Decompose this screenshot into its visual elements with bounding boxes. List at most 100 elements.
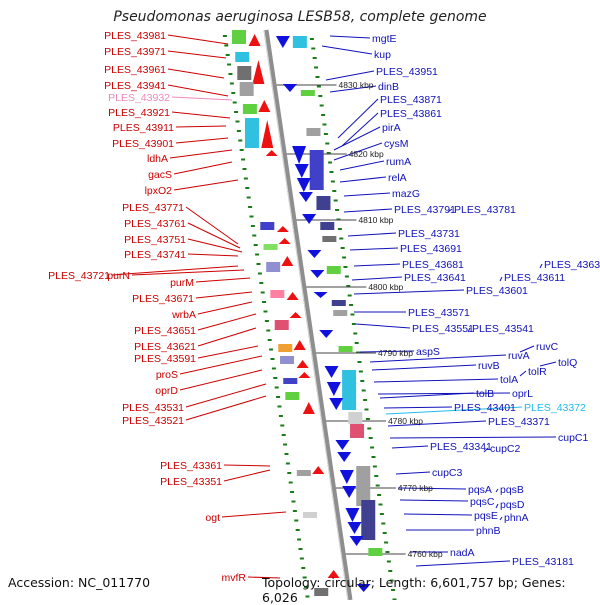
left-label-connector <box>173 179 239 191</box>
right-gene-label: PLES_43691 <box>400 243 462 255</box>
right-gene-label: pqsD <box>500 499 525 511</box>
forward-gene-arrow <box>293 340 306 350</box>
reverse-gene-arrow <box>329 398 344 410</box>
reverse-gene-arrow <box>298 192 313 202</box>
gene-block <box>350 424 365 438</box>
left-label-connector <box>131 269 245 276</box>
right-label-connector <box>339 160 385 171</box>
left-label-connector <box>195 277 251 283</box>
left-gene-label: PLES_43911 <box>113 122 174 134</box>
left-gene-label: PLES_43941 <box>104 80 166 92</box>
kbp-marker: 4830 kbp <box>339 80 374 90</box>
left-gene-label: PLES_43741 <box>124 249 186 261</box>
right-label-connector <box>467 327 471 333</box>
left-gene-label: PLES_43621 <box>134 341 196 353</box>
left-label-connector <box>187 238 243 253</box>
gene-block <box>348 412 363 424</box>
gene-block <box>274 320 289 330</box>
gene-block <box>235 52 250 62</box>
left-gene-label: PLES_43921 <box>108 107 170 119</box>
right-label-connector <box>483 447 489 453</box>
gene-block <box>342 370 357 410</box>
left-label-connector <box>111 265 239 276</box>
right-label-connector <box>329 85 377 93</box>
forward-gene-arrow <box>261 120 274 148</box>
left-label-connector <box>197 327 257 347</box>
right-label-connector <box>539 361 557 367</box>
right-label-connector <box>389 436 557 439</box>
forward-gene-arrow <box>248 34 261 46</box>
gene-block <box>306 128 321 136</box>
left-gene-label: PLES_43531 <box>122 402 184 414</box>
gene-block <box>278 344 293 352</box>
right-label-connector <box>339 176 387 183</box>
right-gene-label: PLES_43951 <box>376 66 438 78</box>
left-gene-label: PLES_43351 <box>160 476 222 488</box>
left-gene-label: purM <box>170 277 194 289</box>
right-label-connector <box>329 35 371 39</box>
right-label-connector <box>355 323 411 329</box>
left-gene-label: PLES_43721 <box>48 270 110 282</box>
right-label-connector <box>495 503 499 509</box>
left-gene-label: PLES_43651 <box>134 325 196 337</box>
gene-block <box>356 466 371 506</box>
reverse-gene-arrow <box>275 36 290 48</box>
kbp-marker: 4780 kbp <box>388 416 423 426</box>
left-gene-label: gacS <box>148 169 172 181</box>
gene-block <box>314 588 329 596</box>
left-label-connector <box>221 511 287 518</box>
right-gene-label: phnA <box>504 512 529 524</box>
reverse-gene-arrow <box>282 84 297 92</box>
right-gene-label: PLES_43571 <box>408 307 470 319</box>
kbp-marker: 4820 kbp <box>349 149 384 159</box>
left-gene-label: PLES_43761 <box>124 218 186 230</box>
reverse-gene-arrow <box>319 330 334 338</box>
right-label-connector <box>371 364 477 371</box>
left-label-connector <box>175 137 229 144</box>
right-gene-label: mazG <box>392 188 420 200</box>
forward-gene-arrow <box>278 238 291 244</box>
left-label-connector <box>223 464 271 467</box>
left-gene-label: PLES_43591 <box>134 353 196 365</box>
left-label-connector <box>197 313 257 331</box>
right-gene-label: phnB <box>476 525 501 537</box>
reverse-gene-arrow <box>326 382 341 396</box>
forward-gene-arrow <box>258 100 271 112</box>
left-label-connector <box>197 301 253 315</box>
right-gene-label: PLES_43781 <box>454 204 516 216</box>
reverse-gene-arrow <box>337 452 352 462</box>
left-label-connector <box>187 253 239 257</box>
left-gene-label: PLES_43751 <box>124 234 186 246</box>
left-label-connector <box>167 68 225 79</box>
right-gene-label: pqsE <box>474 510 498 522</box>
left-gene-label: PLES_43521 <box>122 415 184 427</box>
gene-block <box>320 222 335 230</box>
right-gene-label: PLES_43541 <box>472 323 534 335</box>
right-gene-label: ruvA <box>508 350 530 362</box>
right-gene-label: cupC3 <box>432 467 463 479</box>
right-label-connector <box>351 276 403 281</box>
right-gene-label: kup <box>374 49 391 61</box>
reverse-gene-arrow <box>324 366 339 378</box>
reverse-gene-arrow <box>296 178 311 192</box>
right-gene-label: tolQ <box>558 357 577 369</box>
right-label-connector <box>387 420 487 427</box>
gene-block <box>309 150 324 190</box>
kbp-marker: 4760 kbp <box>408 549 443 559</box>
gene-block <box>280 356 295 364</box>
reverse-gene-arrow <box>313 292 328 298</box>
right-gene-label: rumA <box>386 156 411 168</box>
right-label-connector <box>385 406 523 415</box>
right-gene-label: tolB <box>476 388 494 400</box>
left-gene-label: proS <box>156 369 178 381</box>
right-gene-label: oprL <box>512 388 533 400</box>
forward-gene-arrow <box>281 256 294 266</box>
right-label-connector <box>379 392 475 399</box>
gene-block <box>368 548 383 556</box>
right-label-connector <box>391 445 429 449</box>
gene-block <box>239 82 254 96</box>
right-gene-label: PLES_43631 <box>544 259 600 271</box>
reverse-gene-arrow <box>307 250 322 258</box>
right-gene-label: cupC1 <box>558 432 589 444</box>
